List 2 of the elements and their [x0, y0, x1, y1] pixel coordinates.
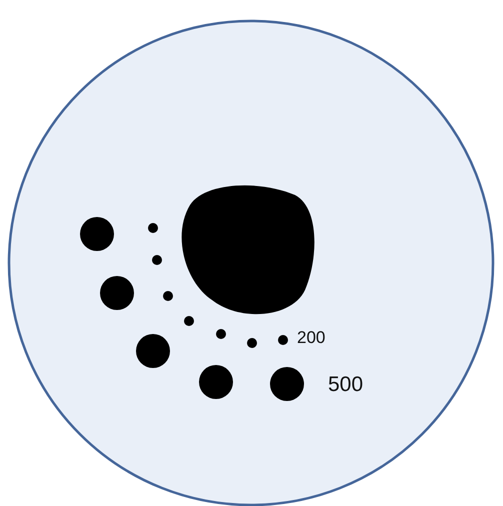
count-label: 500	[328, 374, 364, 395]
count-label: 200	[297, 329, 326, 346]
